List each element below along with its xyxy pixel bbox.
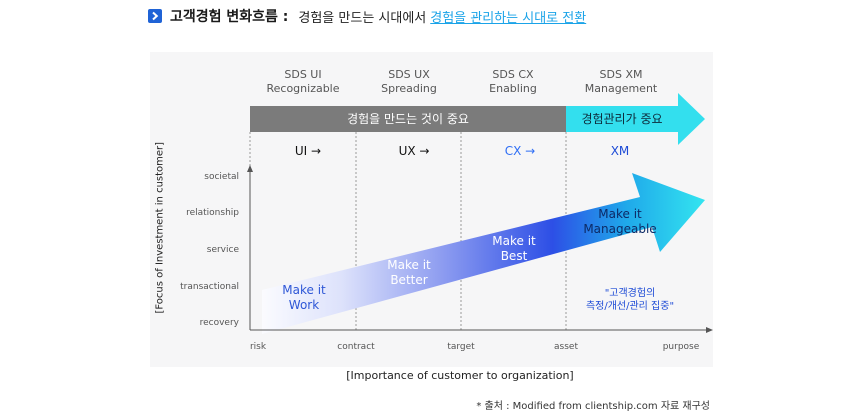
x-tick-label: target	[447, 342, 475, 352]
quote-text: "고객경험의 측정/개선/관리 집중"	[560, 287, 700, 313]
phase-ux: SDS UX Spreading	[354, 68, 464, 96]
y-axis-title: [Focus of Investment in customer]	[154, 141, 166, 314]
stage-line: Make it	[282, 283, 326, 297]
page-title: 고객경험 변화흐름 :	[170, 9, 289, 25]
stage-work: Make it Work	[262, 283, 346, 313]
stage-line: Make it	[492, 234, 536, 248]
banner-left-label: 경험을 만드는 것이 중요	[347, 112, 469, 126]
y-tick-label: relationship	[186, 208, 239, 218]
x-tick-label: contract	[337, 342, 375, 352]
stage-best: Make it Best	[472, 234, 556, 264]
stage-line: Manageable	[583, 222, 657, 236]
quote-line: 측정/개선/관리 집중"	[585, 301, 675, 312]
x-tick-label: asset	[554, 342, 578, 352]
stage-line: Make it	[387, 258, 431, 272]
stage-better: Make it Better	[367, 258, 451, 288]
phase-name: SDS CX	[492, 68, 534, 81]
phase-desc: Spreading	[381, 82, 437, 95]
phase-desc: Management	[584, 82, 658, 95]
phase-name: SDS UI	[284, 68, 322, 81]
banner-left-bar	[250, 106, 566, 132]
y-axis-arrowhead	[247, 165, 253, 172]
y-tick-label: societal	[204, 172, 239, 182]
x-tick-label: risk	[249, 342, 267, 352]
page-subtitle: 경험을 만드는 시대에서	[298, 10, 427, 26]
quote-line: "고객경험의	[604, 288, 656, 299]
tool-ui: UI →	[294, 144, 322, 158]
banner-right-label: 경험관리가 중요	[581, 112, 663, 126]
y-tick-label: transactional	[180, 282, 239, 292]
x-axis-title: [Importance of customer to organization]	[346, 369, 574, 382]
chevron-right-icon	[148, 9, 162, 23]
tool-xm: XM	[610, 144, 630, 158]
phase-name: SDS XM	[599, 68, 643, 81]
phase-xm: SDS XM Management	[566, 68, 676, 96]
stage-line: Better	[390, 273, 428, 287]
tool-ux: UX →	[398, 144, 430, 158]
phase-desc: Enabling	[489, 82, 537, 95]
phase-name: SDS UX	[388, 68, 430, 81]
x-axis-arrowhead	[706, 327, 713, 333]
source-note: * 출처 : Modified from clientship.com 자료 재…	[476, 401, 710, 412]
highlight-link[interactable]: 경험을 관리하는 시대로 전환	[430, 10, 587, 26]
stage-manageable: Make it Manageable	[572, 207, 668, 237]
stage-line: Make it	[598, 207, 642, 221]
phase-desc: Recognizable	[266, 82, 340, 95]
y-tick-label: service	[206, 245, 239, 255]
page-header: 고객경험 변화흐름 : 경험을 만드는 시대에서 경험을 관리하는 시대로 전환	[148, 6, 586, 26]
phase-ui: SDS UI Recognizable	[248, 68, 358, 96]
tool-cx: CX →	[504, 144, 536, 158]
stage-line: Best	[500, 249, 528, 263]
banner-right-arrow	[566, 93, 705, 145]
x-tick-label: purpose	[662, 342, 700, 352]
y-tick-label: recovery	[199, 318, 239, 328]
growth-arrow	[262, 173, 705, 334]
stage-line: Work	[288, 298, 320, 312]
phase-cx: SDS CX Enabling	[458, 68, 568, 96]
